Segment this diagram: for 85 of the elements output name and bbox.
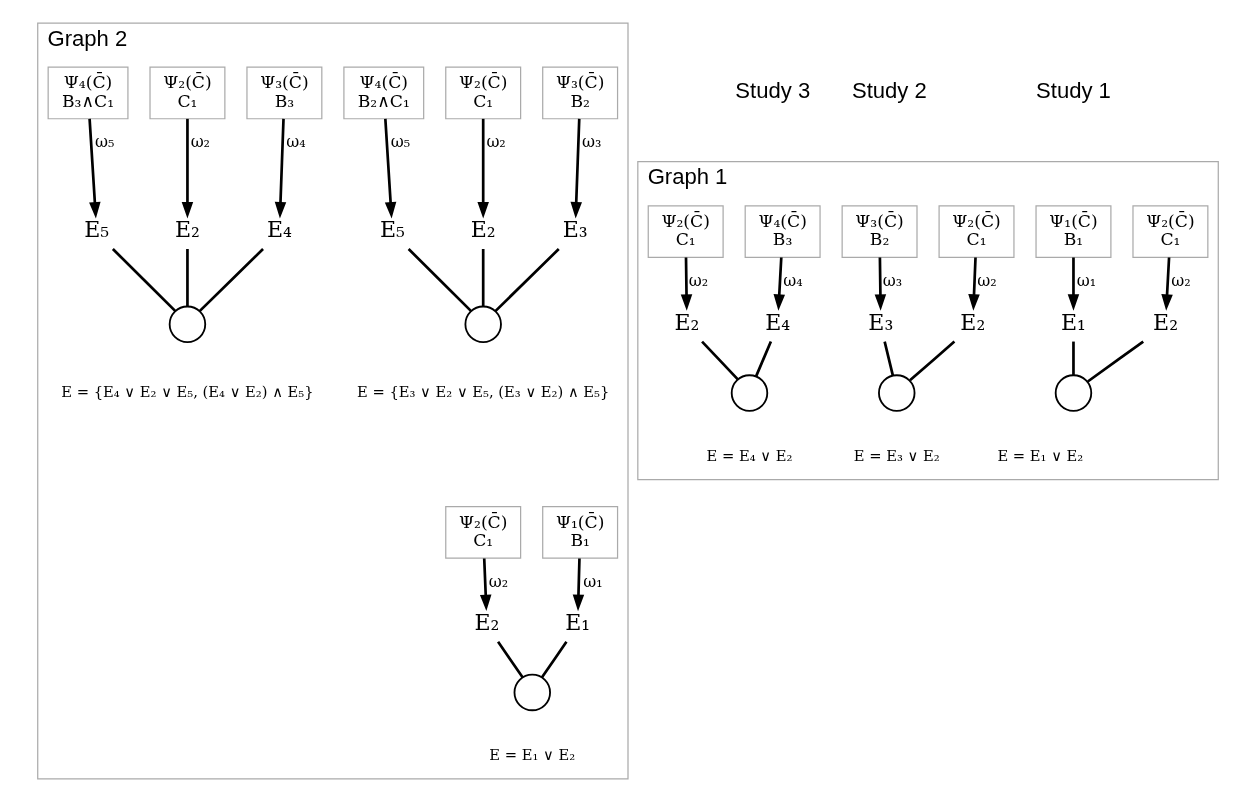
node-box: Ψ₂(C̄) C₁ (444, 66, 521, 120)
node-text: E₂ (174, 217, 200, 243)
edge-label: ω₅ (390, 132, 410, 152)
node-label: E = E₁ ∨ E₂ (488, 746, 575, 764)
edge-label: ω₁ (1076, 271, 1096, 291)
edge-label: ω₂ (688, 271, 708, 291)
node-text: E₃ (562, 217, 588, 243)
node-label: E = E₁ ∨ E₂ (996, 446, 1083, 464)
node-label: E = {E₃ ∨ E₂ ∨ E₅, (E₃ ∨ E₂) ∧ E₅} (356, 382, 609, 400)
edge-label: ω₃ (882, 271, 902, 291)
node-label: E = E₃ ∨ E₂ (853, 446, 940, 464)
connector (407, 248, 472, 313)
node-box: Ψ₁(C̄) B₁ (1034, 205, 1111, 259)
edge-label: ω₂ (485, 132, 506, 152)
arrow (479, 558, 491, 612)
node-box: Ψ₂(C̄) C₁ (444, 505, 521, 559)
edge-label: ω₂ (488, 571, 508, 591)
node-text: E₄ (764, 309, 790, 335)
arrow (87, 118, 101, 219)
connector (1086, 340, 1144, 383)
connector (908, 340, 955, 382)
node-text: E₅ (83, 217, 109, 243)
label: Study 2 (851, 78, 927, 104)
node-box: Ψ₂(C̄) C₁ (647, 205, 724, 259)
arrow (967, 257, 980, 311)
arrow (181, 118, 193, 219)
arrow (570, 118, 582, 219)
connector (493, 248, 560, 313)
node-box: Ψ₄(C̄) B₂∧C₁ (342, 66, 424, 120)
node-circle (168, 305, 206, 344)
node-circle (1054, 374, 1092, 412)
node-circle (877, 374, 915, 412)
node-text: E₁ (1060, 309, 1086, 335)
node-box: Ψ₃(C̄) B₂ (841, 205, 918, 259)
arrow (572, 558, 584, 612)
connector (754, 341, 772, 377)
node-text: E₂ (959, 309, 985, 335)
node-box: Ψ₃(C̄) B₂ (541, 66, 618, 120)
node-box: Ψ₂(C̄) C₁ (148, 66, 225, 120)
edge-label: ω₃ (581, 132, 601, 152)
arrow (1160, 257, 1173, 311)
label: Study 1 (1035, 78, 1111, 104)
node-box: Ψ₄(C̄) B₃∧C₁ (47, 66, 129, 120)
arrow (680, 257, 692, 311)
arrow (1067, 257, 1079, 311)
node-text: E₃ (867, 309, 893, 335)
node-text: E₂ (1152, 309, 1178, 335)
edge-label: ω₄ (285, 132, 306, 152)
arrow (383, 118, 396, 219)
edge-label: ω₁ (582, 571, 603, 591)
connector (540, 641, 568, 679)
node-box: Ψ₄(C̄) B₃ (744, 205, 821, 259)
node-box: Ψ₁(C̄) B₁ (541, 505, 618, 559)
connector (882, 341, 894, 376)
node-circle (730, 374, 768, 412)
node-box: Ψ₂(C̄) C₁ (1131, 205, 1208, 259)
edge-label: ω₂ (190, 132, 210, 152)
connector (198, 248, 264, 313)
connector (700, 340, 739, 381)
node-text: E₂ (673, 309, 699, 335)
edge-label: ω₄ (782, 271, 803, 291)
label: Study 3 (734, 78, 810, 104)
connector (1071, 341, 1075, 375)
node-text: E₂ (473, 609, 499, 635)
connector (481, 249, 485, 307)
edge-label: ω₂ (976, 271, 997, 291)
arrow (274, 118, 286, 219)
node-text: E₂ (470, 217, 496, 243)
node-box: Ψ₂(C̄) C₁ (937, 205, 1015, 259)
node-box: Ψ₃(C̄) B₃ (245, 66, 322, 120)
node-text: E₄ (266, 217, 292, 243)
node-label: E = E₄ ∨ E₂ (706, 446, 792, 464)
connector (496, 641, 524, 679)
arrow (773, 257, 785, 311)
node-text: E₁ (564, 609, 590, 635)
connector (111, 248, 176, 313)
connector (185, 249, 189, 307)
arrow (476, 118, 489, 219)
node-label: E = {E₄ ∨ E₂ ∨ E₅, (E₄ ∨ E₂) ∧ E₅} (60, 382, 314, 400)
arrow (874, 257, 886, 311)
edge-label: ω₅ (94, 132, 114, 152)
edge-label: ω₂ (1170, 271, 1191, 291)
node-text: E₅ (379, 217, 405, 243)
node-circle (513, 673, 551, 712)
node-circle (463, 305, 502, 344)
